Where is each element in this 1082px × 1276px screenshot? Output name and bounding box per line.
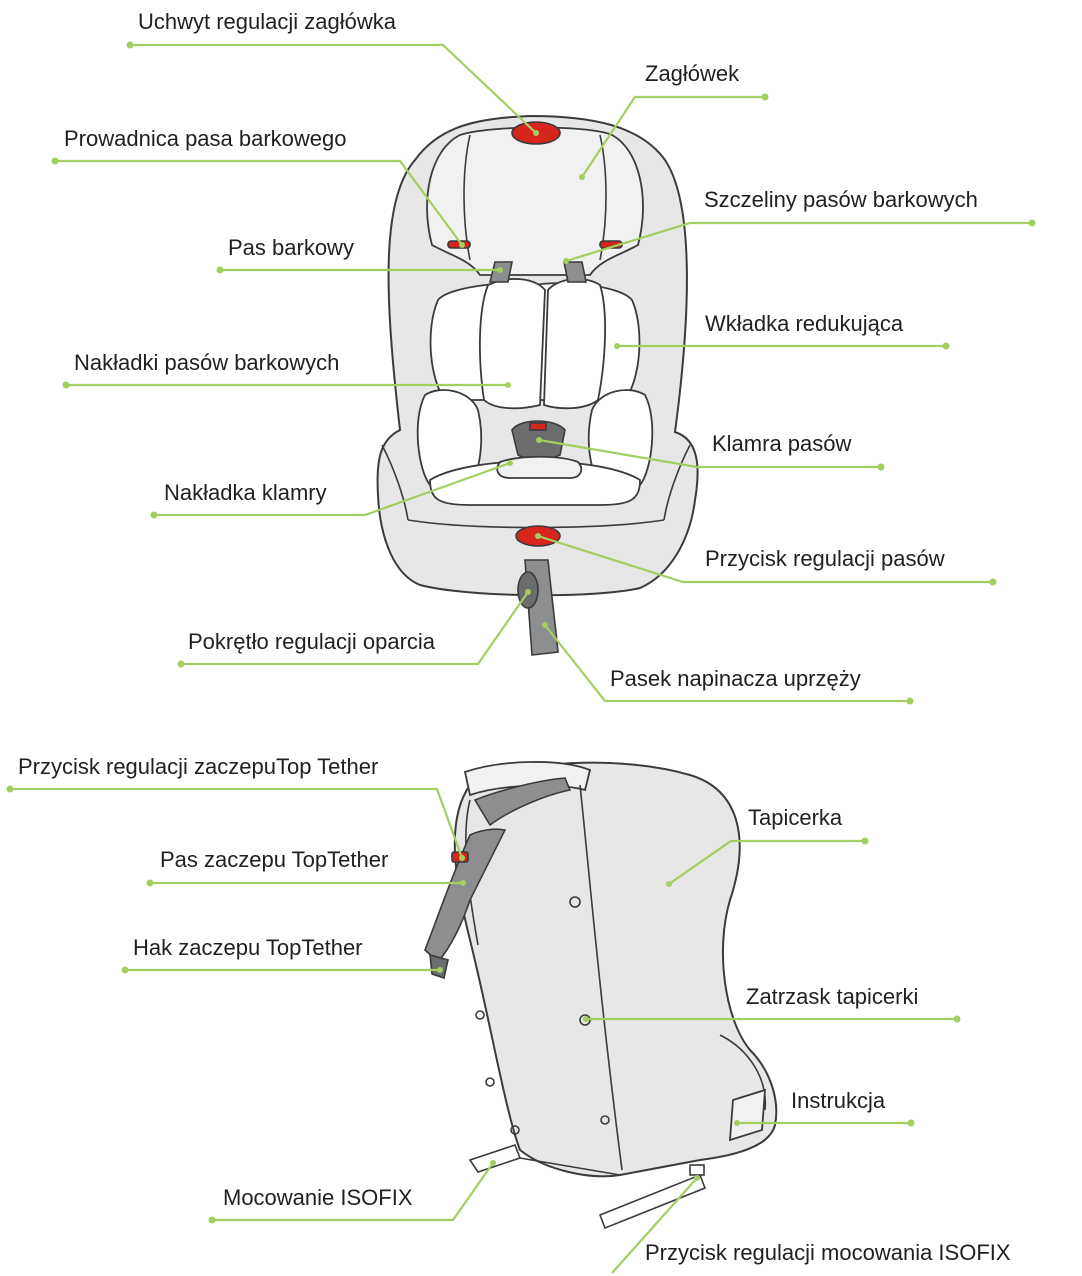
label-buckle: Klamra pasów [712,431,851,457]
label-shoulder-pads: Nakładki pasów barkowych [74,350,339,376]
label-shoulder-belt: Pas barkowy [228,235,354,261]
label-top-tether-button: Przycisk regulacji zaczepuTop Tether [18,754,378,780]
label-shoulder-belt-slots: Szczeliny pasów barkowych [704,187,978,213]
label-isofix: Mocowanie ISOFIX [223,1185,413,1211]
label-buckle-pad: Nakładka klamry [164,480,327,506]
top-tether-hook-shape [430,955,448,978]
label-shoulder-belt-guide: Prowadnica pasa barkowego [64,126,347,152]
label-headrest: Zagłówek [645,61,739,87]
shoulder-pad-right [544,279,605,408]
isofix-button-shape [690,1165,704,1175]
label-isofix-button: Przycisk regulacji mocowania ISOFIX [645,1240,1011,1266]
label-recline-knob: Pokrętło regulacji oparcia [188,629,435,655]
shoulder-pad-left [480,279,545,408]
label-cover: Tapicerka [748,805,842,831]
label-reducer-insert: Wkładka redukująca [705,311,903,337]
label-belt-adjust-button: Przycisk regulacji pasów [705,546,945,572]
label-top-tether-hook: Hak zaczepu TopTether [133,935,363,961]
label-headrest-handle: Uchwyt regulacji zagłówka [138,9,396,35]
label-manual: Instrukcja [791,1088,885,1114]
label-cover-clasp: Zatrzask tapicerki [746,984,918,1010]
label-top-tether-strap: Pas zaczepu TopTether [160,847,388,873]
back-seat-illustration [425,762,776,1228]
label-harness-strap: Pasek napinacza uprzęży [610,666,861,692]
